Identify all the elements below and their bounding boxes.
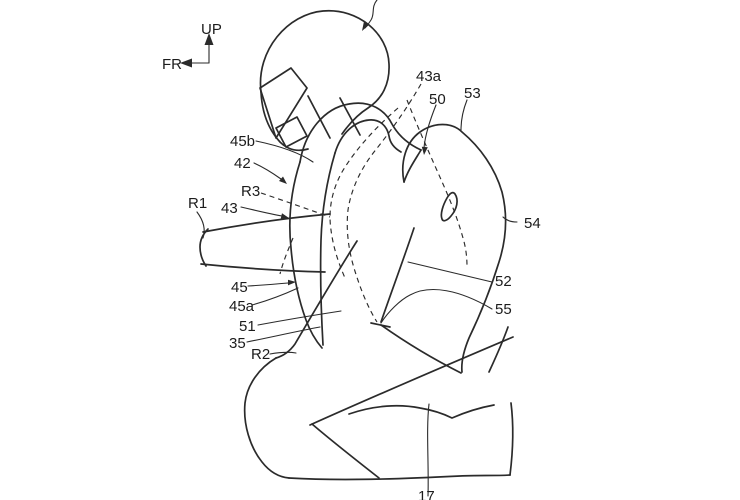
- helmet-shell: [259, 10, 390, 135]
- rear-hip-line: [488, 326, 509, 373]
- leader-43: [240, 206, 283, 217]
- dashed-line-right: [406, 99, 468, 267]
- label-R1: R1: [188, 195, 207, 212]
- leader-35: [246, 326, 321, 343]
- axes-indicator: UP FR: [162, 21, 222, 73]
- hip-front-line: [380, 227, 415, 323]
- label-52: 52: [495, 273, 512, 290]
- neck-lines: [307, 95, 361, 139]
- label-45: 45: [231, 279, 248, 296]
- label-35: 35: [229, 335, 246, 352]
- dashed-hidden-arc: [329, 107, 399, 279]
- leader-45a: [251, 287, 299, 306]
- label-R3: R3: [241, 183, 260, 200]
- helmet: [259, 10, 390, 152]
- label-50: 50: [429, 91, 446, 108]
- airbag-front-inner-line: [319, 152, 336, 346]
- airbag-outer-arc: [299, 102, 422, 163]
- forearm-bottom-line: [200, 263, 326, 273]
- helmet-leader-arrow-icon: [362, 21, 369, 31]
- shin-line: [309, 336, 514, 426]
- leader-R2: [269, 351, 297, 355]
- seat-right-edge: [509, 402, 514, 476]
- axis-label-up: UP: [201, 21, 222, 38]
- label-53: 53: [464, 85, 481, 102]
- knee-outline: [243, 357, 290, 479]
- leader-R3-dashed: [260, 192, 331, 218]
- fr-arrow-icon: [180, 58, 192, 68]
- airbag-inner-arc: [334, 119, 402, 154]
- label-45b: 45b: [230, 133, 255, 150]
- helmet-chin-bar: [260, 91, 309, 152]
- seat-bottom-edge: [288, 474, 511, 481]
- leader-55: [380, 289, 493, 324]
- label-55: 55: [495, 301, 512, 318]
- leader-lines: [196, 0, 518, 497]
- forearm-top-line: [202, 213, 331, 233]
- dashed-short-left: [279, 237, 294, 275]
- helmet-visor: [259, 67, 308, 139]
- calf-line: [311, 423, 380, 479]
- arrow-45-icon: [288, 279, 296, 286]
- rider-back-outline: [401, 123, 507, 373]
- leader-50: [423, 104, 437, 149]
- arrow-50-icon: [421, 146, 428, 155]
- leader-45b: [255, 140, 314, 163]
- leader-51: [257, 310, 342, 326]
- label-43: 43: [221, 200, 238, 217]
- hand-glove: [440, 191, 458, 222]
- under-thigh-line: [380, 324, 462, 374]
- label-17: 17: [418, 488, 435, 500]
- seat-top-edge: [348, 404, 495, 419]
- leader-R1: [196, 211, 205, 239]
- label-R2: R2: [251, 346, 270, 363]
- hidden-lines: [260, 83, 468, 323]
- leader-45: [247, 282, 289, 287]
- rider-and-airbag: [199, 102, 514, 481]
- leader-54: [502, 216, 518, 223]
- axis-label-fr: FR: [162, 56, 182, 73]
- leader-53: [460, 99, 468, 131]
- reference-numerals: 43a 50 53 54 52 55 45b 42 R3 R1 43 45 45…: [188, 68, 541, 500]
- label-45a: 45a: [229, 298, 255, 315]
- dashed-line-43a: [346, 83, 422, 323]
- label-54: 54: [524, 215, 541, 232]
- up-arrow-icon: [204, 33, 214, 45]
- leader-17: [427, 403, 430, 497]
- label-43a: 43a: [416, 68, 442, 85]
- leader-52: [407, 261, 493, 283]
- upper-arm-line: [403, 149, 422, 183]
- torso-front-line: [289, 161, 323, 349]
- leader-42: [253, 162, 282, 180]
- label-42: 42: [234, 155, 251, 172]
- helmet-chin-vent: [275, 116, 308, 148]
- arrow-42-icon: [279, 176, 287, 184]
- label-51: 51: [239, 318, 256, 335]
- arrow-43-icon: [280, 213, 289, 220]
